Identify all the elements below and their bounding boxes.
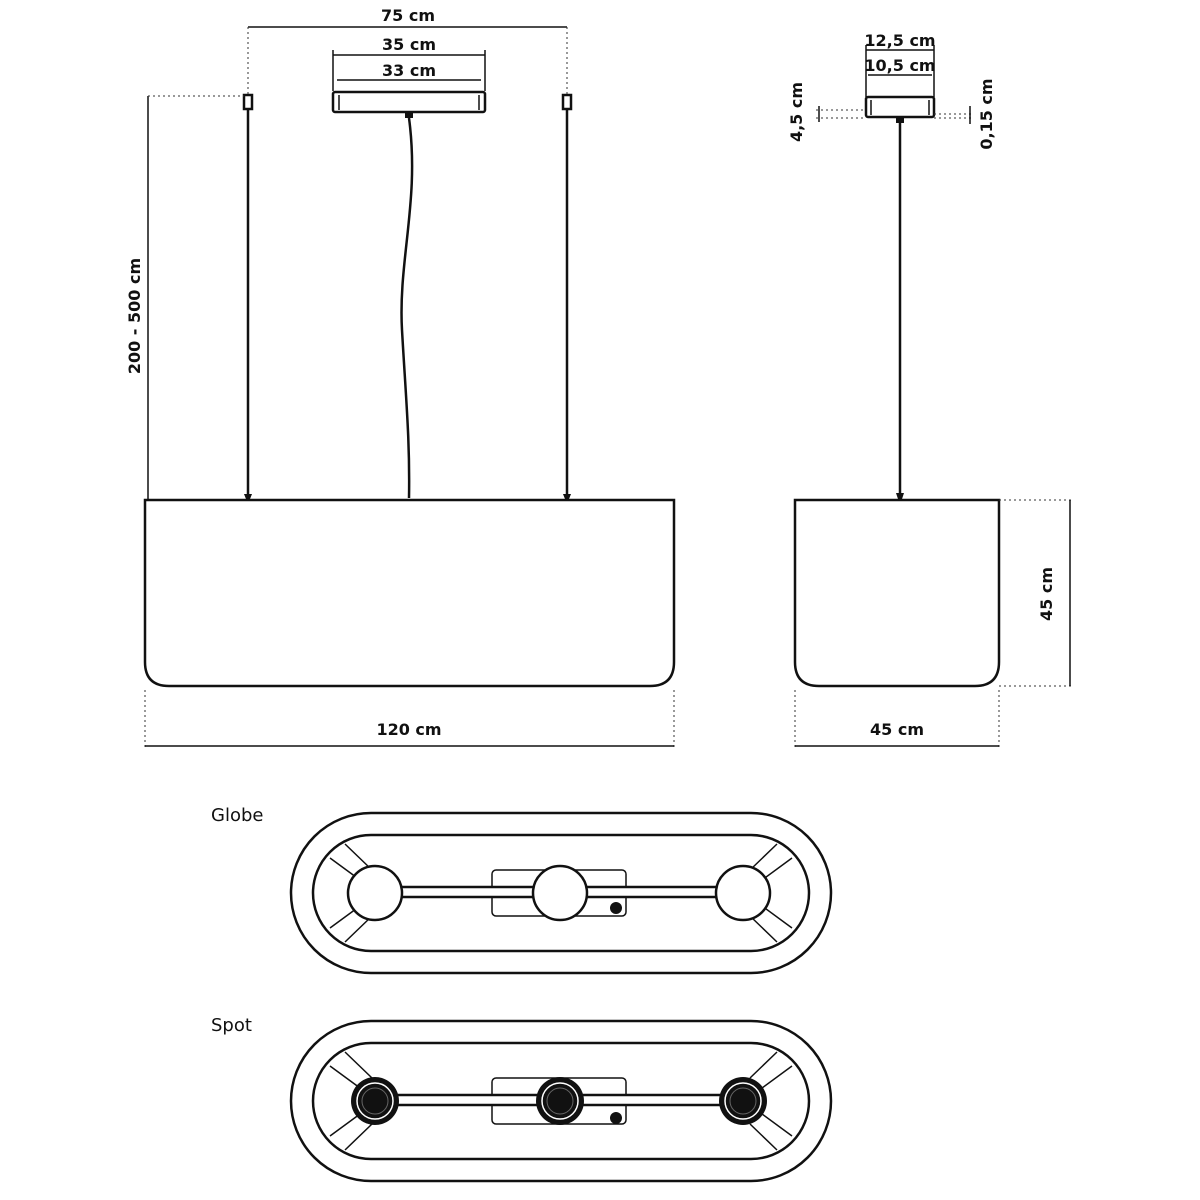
canopy-width-label: 35 cm xyxy=(382,35,436,54)
drop-height-dimension: 200 - 500 cm xyxy=(125,95,244,500)
shade-height-dimension: 45 cm xyxy=(999,499,1072,687)
shade-depth-label: 45 cm xyxy=(870,720,924,739)
ceiling-canopy xyxy=(331,90,487,118)
side-canopy-inner-dimension: 10,5 cm xyxy=(864,45,936,97)
spot-bottom-view: Spot xyxy=(211,1015,833,1183)
canopy-inner-dimension: 33 cm xyxy=(337,61,481,81)
drop-height-label: 200 - 500 cm xyxy=(125,258,144,374)
span-dimension-label: 75 cm xyxy=(381,6,435,25)
globe-bulb-right xyxy=(714,864,772,922)
side-shade xyxy=(793,498,1001,688)
suspension-wires xyxy=(242,93,573,499)
canopy-inner-label: 33 cm xyxy=(382,61,436,80)
spot-bulb-left xyxy=(351,1077,399,1125)
canopy-plate-dimension: 0,15 cm xyxy=(934,78,996,150)
shade-width-label: 120 cm xyxy=(376,720,441,739)
globe-bottom-view: Globe xyxy=(211,805,833,975)
spot-bulb-center xyxy=(536,1077,584,1125)
globe-label: Globe xyxy=(211,805,263,826)
canopy-height-label: 4,5 cm xyxy=(787,82,806,142)
side-canopy-width-dimension: 12,5 cm xyxy=(864,31,936,51)
globe-bulb-left xyxy=(346,864,404,922)
span-dimension: 75 cm xyxy=(247,6,568,95)
spot-label: Spot xyxy=(211,1015,252,1036)
canopy-height-dimension: 4,5 cm xyxy=(787,82,866,142)
front-view: 75 cm 35 cm 33 cm xyxy=(125,6,676,750)
canopy-width-dimension: 35 cm xyxy=(332,35,486,91)
canopy-plate-label: 0,15 cm xyxy=(977,78,996,149)
shade-width-dimension: 120 cm xyxy=(144,690,675,750)
shade-depth-dimension: 45 cm xyxy=(794,690,1000,750)
side-canopy-inner-label: 10,5 cm xyxy=(864,56,935,75)
side-canopy-width-label: 12,5 cm xyxy=(864,31,935,50)
power-cable xyxy=(400,117,414,499)
spot-bulb-right xyxy=(719,1077,767,1125)
globe-bulb-center xyxy=(531,864,589,922)
shade-height-label: 45 cm xyxy=(1037,567,1056,621)
side-view: 12,5 cm 10,5 cm 4,5 cm 0,15 cm xyxy=(787,31,1072,750)
side-canopy xyxy=(864,95,936,123)
front-shade xyxy=(143,498,676,688)
